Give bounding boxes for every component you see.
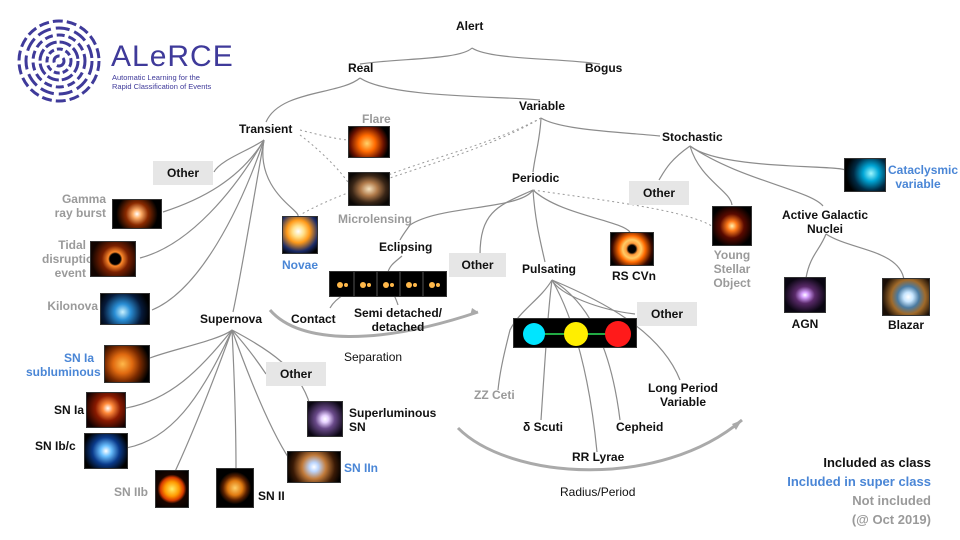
logo-title: ALeRCE [111,40,234,73]
dot-red [605,321,631,347]
sn-iin-image [287,451,341,483]
node-kilonova: Kilonova [47,299,98,313]
node-contact: Contact [291,312,336,326]
agn-image [784,277,826,313]
sn-iib-image [155,470,189,508]
radius-period-label: Radius/Period [560,485,636,499]
legend-date: (@ Oct 2019) [851,512,931,527]
node-pulsating: Pulsating [522,262,577,276]
young-stellar-object-image [712,206,752,246]
dot-yellow [564,322,588,346]
node-bogus: Bogus [585,61,623,75]
sn-ia-image [86,392,126,428]
node-zz-ceti: ZZ Ceti [474,388,515,402]
node-real: Real [348,61,374,75]
node-transient: Transient [239,122,293,136]
dot-cyan [523,323,545,345]
radius-period-arrow [456,418,743,472]
rs-cvn-image [610,232,654,266]
pulsation-sequence-icon [523,321,631,347]
node-eclipsing: Eclipsing [379,240,433,254]
eclipsing-filmstrip-image [329,271,447,297]
eclipsing-frames-icon [337,272,440,296]
node-sn-ia: SN Ia [54,403,85,417]
other-transient: Other [153,161,213,185]
node-rr-lyrae: RR Lyrae [572,450,625,464]
node-delta-scuti: δ Scuti [523,420,563,434]
other-pulsating: Other [637,302,697,326]
separation-arrow [268,309,479,338]
node-flare: Flare [362,112,391,126]
microlensing-image [348,172,390,206]
node-agn: AGN [791,317,819,331]
novae-image [282,216,318,254]
node-novae: Novae [281,258,319,272]
legend-not-included: Not included [852,493,931,508]
node-sn-ibc: SN Ib/c [35,439,76,453]
node-blazar: Blazar [887,318,925,332]
node-rs-cvn: RS CVn [612,269,657,283]
node-variable: Variable [519,99,566,113]
node-sn-iib: SN IIb [114,485,149,499]
sn-ia-subluminous-image [104,345,150,383]
other-periodic: Other [449,253,506,277]
node-stochastic: Stochastic [662,130,723,144]
other-supernova: Other [266,362,326,386]
node-sn-ii: SN II [258,489,285,503]
kilonova-image [100,293,150,325]
other-stochastic: Other [629,181,689,205]
gamma-ray-burst-image [112,199,162,229]
superluminous-sn-image [307,401,343,437]
blazar-image [882,278,930,316]
legend-included-class: Included as class [823,455,931,470]
flare-image [348,126,390,158]
node-cepheid: Cepheid [616,420,664,434]
legend-included-super-class: Included in super class [787,474,931,489]
sn-ibc-image [84,433,128,469]
tidal-disruption-image [90,241,136,277]
node-supernova: Supernova [200,312,263,326]
sn-ii-image [216,468,254,508]
logo-subtitle: Automatic Learning for the Rapid Classif… [112,73,212,91]
separation-label: Separation [344,350,403,364]
pulsating-dots-image [513,318,637,348]
node-semi-detached: Semi detached/detached [353,306,443,334]
node-microlensing: Microlensing [338,212,413,226]
node-periodic: Periodic [512,171,560,185]
node-sn-iin: SN IIn [344,461,379,475]
node-alert: Alert [456,19,484,33]
cataclysmic-image [844,158,886,192]
logo-spiral-icon [17,19,101,103]
